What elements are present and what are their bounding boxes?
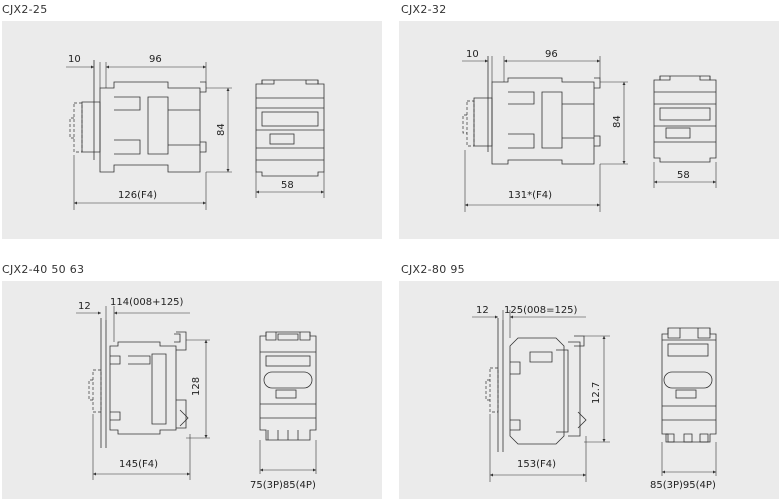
diagram-title-cjx2-25: CJX2-25 <box>2 3 48 16</box>
dim-height: 84 <box>612 115 623 128</box>
dim-main-width: 114(008+125) <box>110 297 184 308</box>
side-view <box>255 79 325 198</box>
side-view <box>661 327 717 476</box>
dim-height: 12.7 <box>591 382 602 404</box>
dim-height: 84 <box>216 123 227 136</box>
dimension-lines <box>76 306 210 480</box>
side-view <box>653 75 717 188</box>
front-view <box>88 318 189 448</box>
dim-height: 128 <box>191 377 202 396</box>
dimension-lines <box>472 310 610 482</box>
diagram-panel-cjx2-40 <box>2 281 382 499</box>
drawing-cjx2-40: 12 114(008+125) 128 145(F4) 75(3P)85(4P) <box>76 297 317 491</box>
dim-side-width: 85(3P)95(4P) <box>650 480 716 491</box>
dim-top-width: 10 <box>68 54 81 65</box>
dim-total-width: 153(F4) <box>517 459 556 470</box>
diagram-title-cjx2-40: CJX2-40 50 63 <box>2 263 85 276</box>
side-view <box>259 331 317 474</box>
dim-total-width: 145(F4) <box>119 459 158 470</box>
dim-side-width: 58 <box>677 170 690 181</box>
dimension-lines <box>66 62 232 210</box>
front-view <box>69 60 207 173</box>
dim-total-width: 131*(F4) <box>508 190 552 201</box>
drawing-cjx2-32: 10 96 84 131*(F4) 58 <box>462 49 717 212</box>
drawing-cjx2-25: 10 96 84 126(F4) 58 <box>66 54 325 210</box>
dim-top-width: 10 <box>466 49 479 60</box>
dim-main-width: 96 <box>149 54 162 65</box>
dim-top-width: 12 <box>476 305 489 316</box>
dimension-lines <box>462 56 628 212</box>
front-view <box>462 56 601 165</box>
dim-side-width: 75(3P)85(4P) <box>250 480 316 491</box>
diagram-title-cjx2-80: CJX2-80 95 <box>401 263 465 276</box>
front-view <box>485 318 587 452</box>
diagram-title-cjx2-32: CJX2-32 <box>401 3 447 16</box>
dim-main-width: 125(008=125) <box>504 305 578 316</box>
dim-top-width: 12 <box>78 301 91 312</box>
drawing-cjx2-80: 12 125(008=125) 12.7 153(F4) 85(3P)95(4P… <box>472 305 717 491</box>
dim-side-width: 58 <box>281 180 294 191</box>
dim-total-width: 126(F4) <box>118 190 157 201</box>
dim-main-width: 96 <box>545 49 558 60</box>
